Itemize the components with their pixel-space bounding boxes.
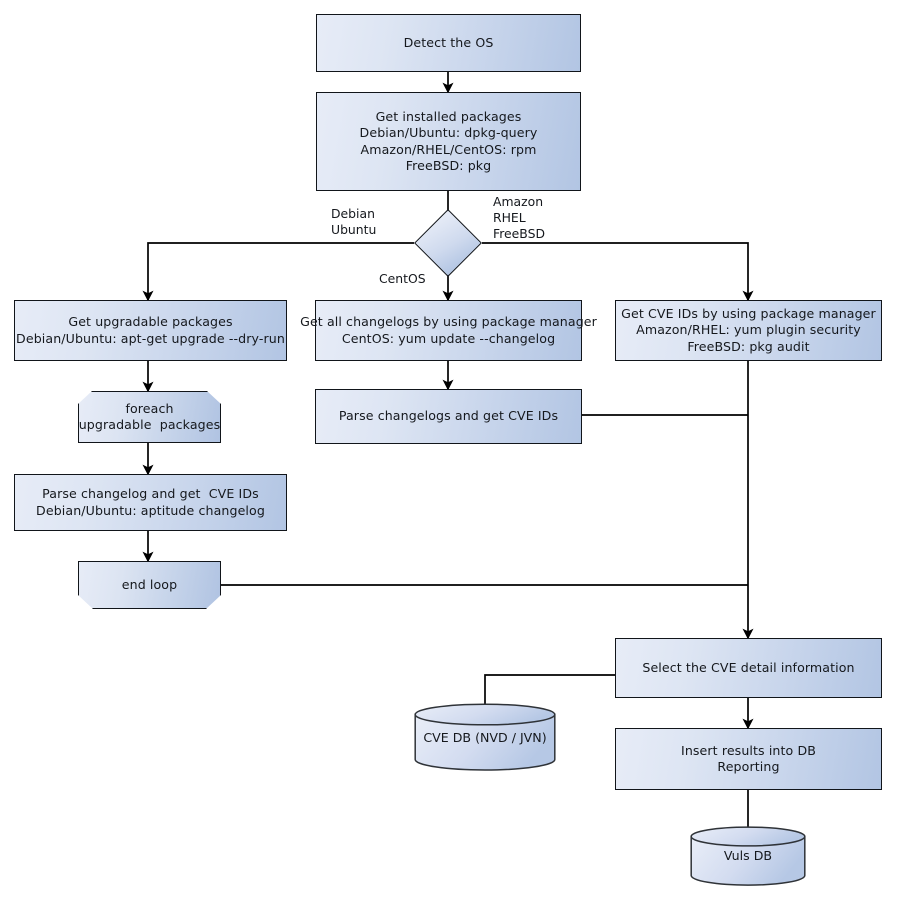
node-end-loop[interactable]: end loop (78, 561, 221, 609)
node-get-installed-packages[interactable]: Get installed packages Debian/Ubuntu: dp… (316, 92, 581, 191)
node-os-decision[interactable] (414, 209, 482, 277)
node-parse-changelog-single[interactable]: Parse changelog and get CVE IDs Debian/U… (14, 474, 287, 531)
node-insert-results[interactable]: Insert results into DB Reporting (615, 728, 882, 790)
edge-label-amazon-rhel-freebsd: Amazon RHEL FreeBSD (493, 194, 545, 241)
node-get-all-changelogs[interactable]: Get all changelogs by using package mana… (300, 300, 597, 361)
cylinder-icon (690, 826, 806, 886)
node-parse-changelogs-all[interactable]: Parse changelogs and get CVE IDs (315, 389, 582, 444)
node-foreach-loop-start[interactable]: foreach upgradable packages (78, 391, 221, 443)
node-get-upgradable-packages[interactable]: Get upgradable packages Debian/Ubuntu: a… (14, 300, 287, 361)
edge-decision-to-cveids (482, 242, 754, 302)
edge-label-debian-ubuntu: Debian Ubuntu (331, 206, 377, 237)
node-vuls-db[interactable]: Vuls DB (690, 826, 806, 886)
edge-decision-to-upgradable (142, 242, 414, 302)
node-get-cve-ids[interactable]: Get CVE IDs by using package manager Ama… (615, 300, 882, 361)
edge-label-centos: CentOS (379, 271, 426, 286)
node-cve-db[interactable]: CVE DB (NVD / JVN) (414, 703, 556, 771)
vuls-db-label: Vuls DB (723, 848, 773, 863)
cve-db-label: CVE DB (NVD / JVN) (423, 730, 547, 745)
node-select-cve-detail[interactable]: Select the CVE detail information (615, 638, 882, 698)
node-detect-os[interactable]: Detect the OS (316, 14, 581, 72)
cylinder-icon (414, 703, 556, 771)
